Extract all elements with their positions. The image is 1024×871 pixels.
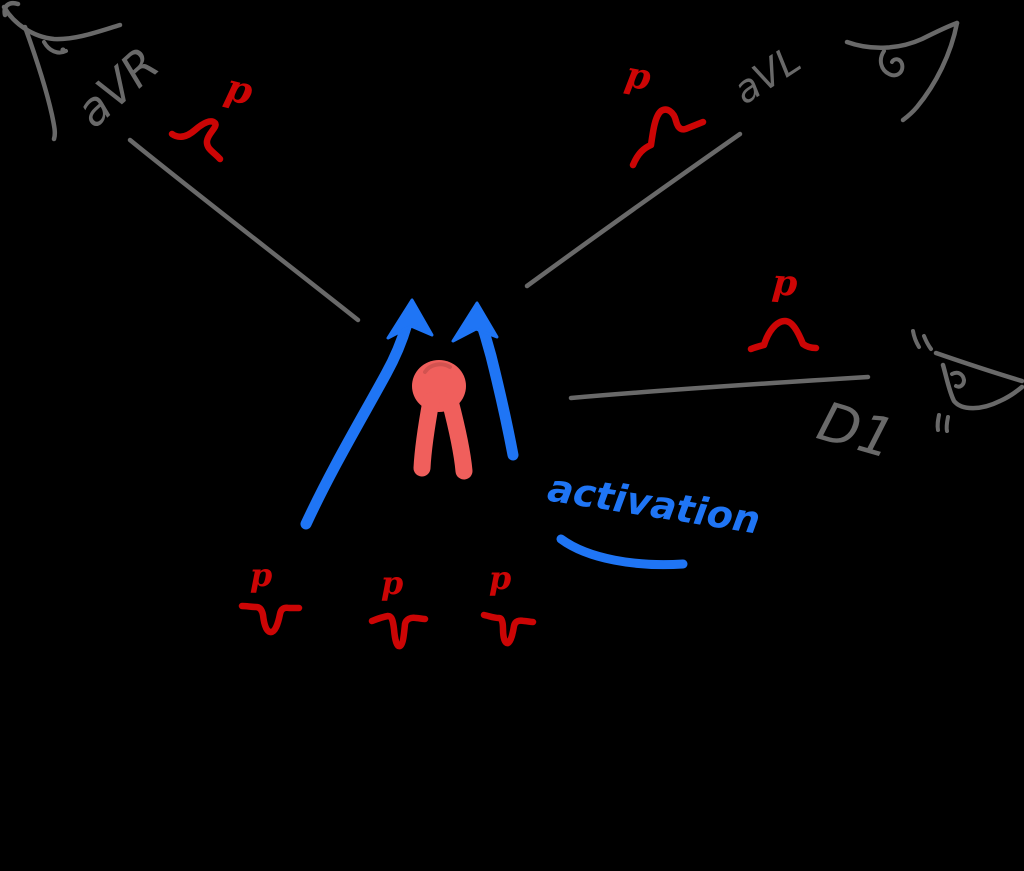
p-wave-label: p [771, 261, 799, 305]
p-wave-trace-inverted [480, 611, 537, 647]
activation-arrow-left-head [386, 298, 434, 340]
eye-icon [1, 0, 123, 142]
eye-upper-lid [844, 20, 960, 50]
eye-lash [911, 329, 921, 349]
eye-upper-lid [1, 4, 123, 42]
eye-lower-lid [900, 20, 960, 123]
node-inner-sketch-line [423, 362, 452, 374]
eye-lower-lid [22, 24, 58, 142]
eye-pupil [60, 47, 66, 53]
lead-avl-group: aVL p [524, 20, 960, 289]
activation-underline [556, 534, 688, 570]
atrial-focus-group [300, 298, 519, 530]
lead-d1-group: D1 p [568, 261, 1024, 471]
p-wave-label: p [381, 564, 403, 602]
lead-avr-group: aVR p [1, 0, 361, 323]
activation-arrow-left-shaft [300, 318, 413, 530]
eye-lash [935, 413, 941, 432]
lead-label: aVL [725, 37, 808, 112]
lead-axis-line [127, 137, 361, 323]
p-wave-label: p [622, 53, 654, 99]
inverted-p-wave: p [480, 559, 537, 647]
inverted-p-wave: p [238, 556, 303, 636]
p-wave-trace-biphasic [168, 118, 224, 163]
lead-label: aVR [65, 36, 169, 137]
p-wave-trace-inverted [368, 612, 429, 650]
eye-upper-lid [933, 350, 1024, 384]
eye-icon [844, 20, 960, 123]
node-left-limb [413, 392, 440, 477]
p-wave-label: p [221, 64, 258, 114]
eye-lash [944, 415, 950, 433]
inferior-waves-group: p p p [238, 556, 537, 650]
eye-iris [950, 370, 966, 389]
eye-corner-curl [2, 0, 21, 18]
eye-lower-lid [940, 362, 1024, 411]
activation-label: activation [545, 466, 763, 543]
inverted-p-wave: p [368, 564, 429, 650]
eye-iris [878, 49, 905, 78]
p-wave-trace-upright [747, 317, 820, 353]
activation-annotation-group: activation [545, 466, 763, 570]
node-right-limb [441, 392, 473, 480]
lead-axis-line [568, 374, 871, 401]
eye-icon [911, 329, 1024, 433]
activation-arrow-right-head [451, 301, 499, 343]
p-wave-label: p [489, 559, 511, 597]
p-wave-label: p [250, 556, 272, 594]
p-wave-trace-upright [629, 106, 707, 169]
p-wave-trace-inverted [238, 602, 303, 636]
lead-axis-line [524, 131, 743, 289]
eye-lash [922, 334, 933, 351]
lead-label: D1 [811, 389, 901, 470]
